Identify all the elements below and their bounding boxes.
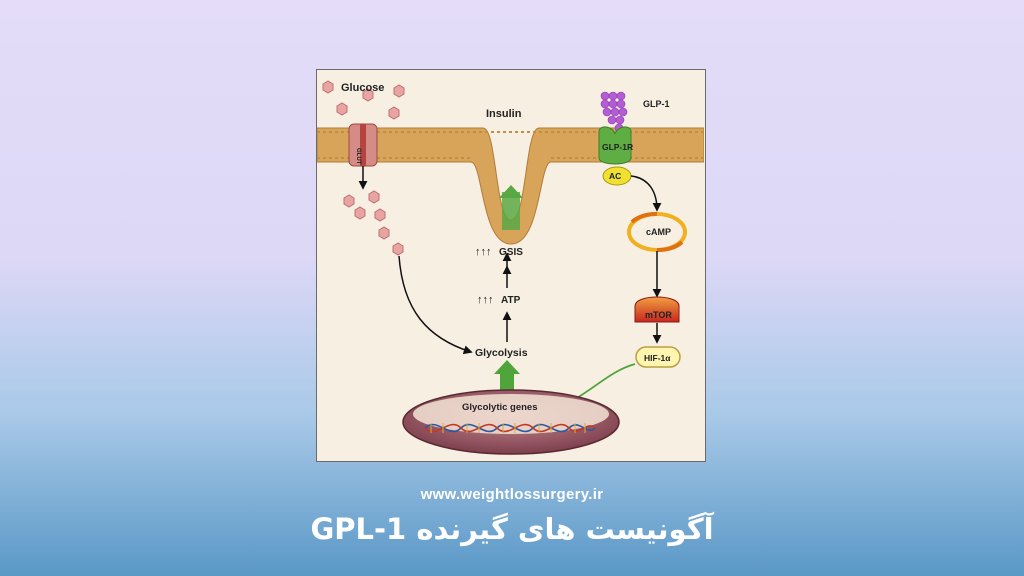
dna-helix-icon: [424, 423, 596, 433]
glut-label: GLUT: [355, 148, 361, 165]
atp-label: ATP: [501, 295, 521, 306]
glp1-peptide: [600, 91, 628, 133]
glp1r-receptor: [598, 126, 632, 165]
hif1a-node: [635, 346, 681, 368]
glucose-to-glycolysis-arrow: [398, 255, 473, 355]
glp1r-label: GLP-1R: [602, 142, 633, 152]
page-title: آگونیست های گیرنده GPL-1: [310, 512, 714, 546]
glp1-signaling-diagram: GLUT Glucose Insulin GLP-1 GLP-1R AC: [317, 80, 704, 455]
hif1a-label: HIF-1α: [644, 353, 671, 363]
website-url: www.weightlossurgery.ir: [420, 486, 604, 503]
gsis-arrows: ↑↑↑: [475, 246, 492, 258]
glucose-molecules: [322, 80, 405, 256]
camp-label: cAMP: [646, 227, 671, 237]
mtor-node: [634, 296, 680, 323]
camp-cycle: [627, 211, 687, 253]
ac-label: AC: [609, 171, 621, 181]
glycolytic-genes-label: Glycolytic genes: [462, 402, 538, 413]
insulin-granule: [499, 185, 523, 230]
gsis-label: GSIS: [499, 247, 523, 258]
diagram-panel: GLUT Glucose Insulin GLP-1 GLP-1R AC: [316, 69, 706, 462]
insulin-label: Insulin: [486, 108, 522, 120]
atp-arrows: ↑↑↑: [477, 294, 494, 306]
mtor-label: mTOR: [645, 310, 672, 320]
glucose-label: Glucose: [341, 82, 384, 94]
glycolysis-label: Glycolysis: [475, 347, 528, 359]
genes-to-glycolysis-arrow: [494, 360, 520, 394]
glp1-label: GLP-1: [643, 99, 670, 109]
